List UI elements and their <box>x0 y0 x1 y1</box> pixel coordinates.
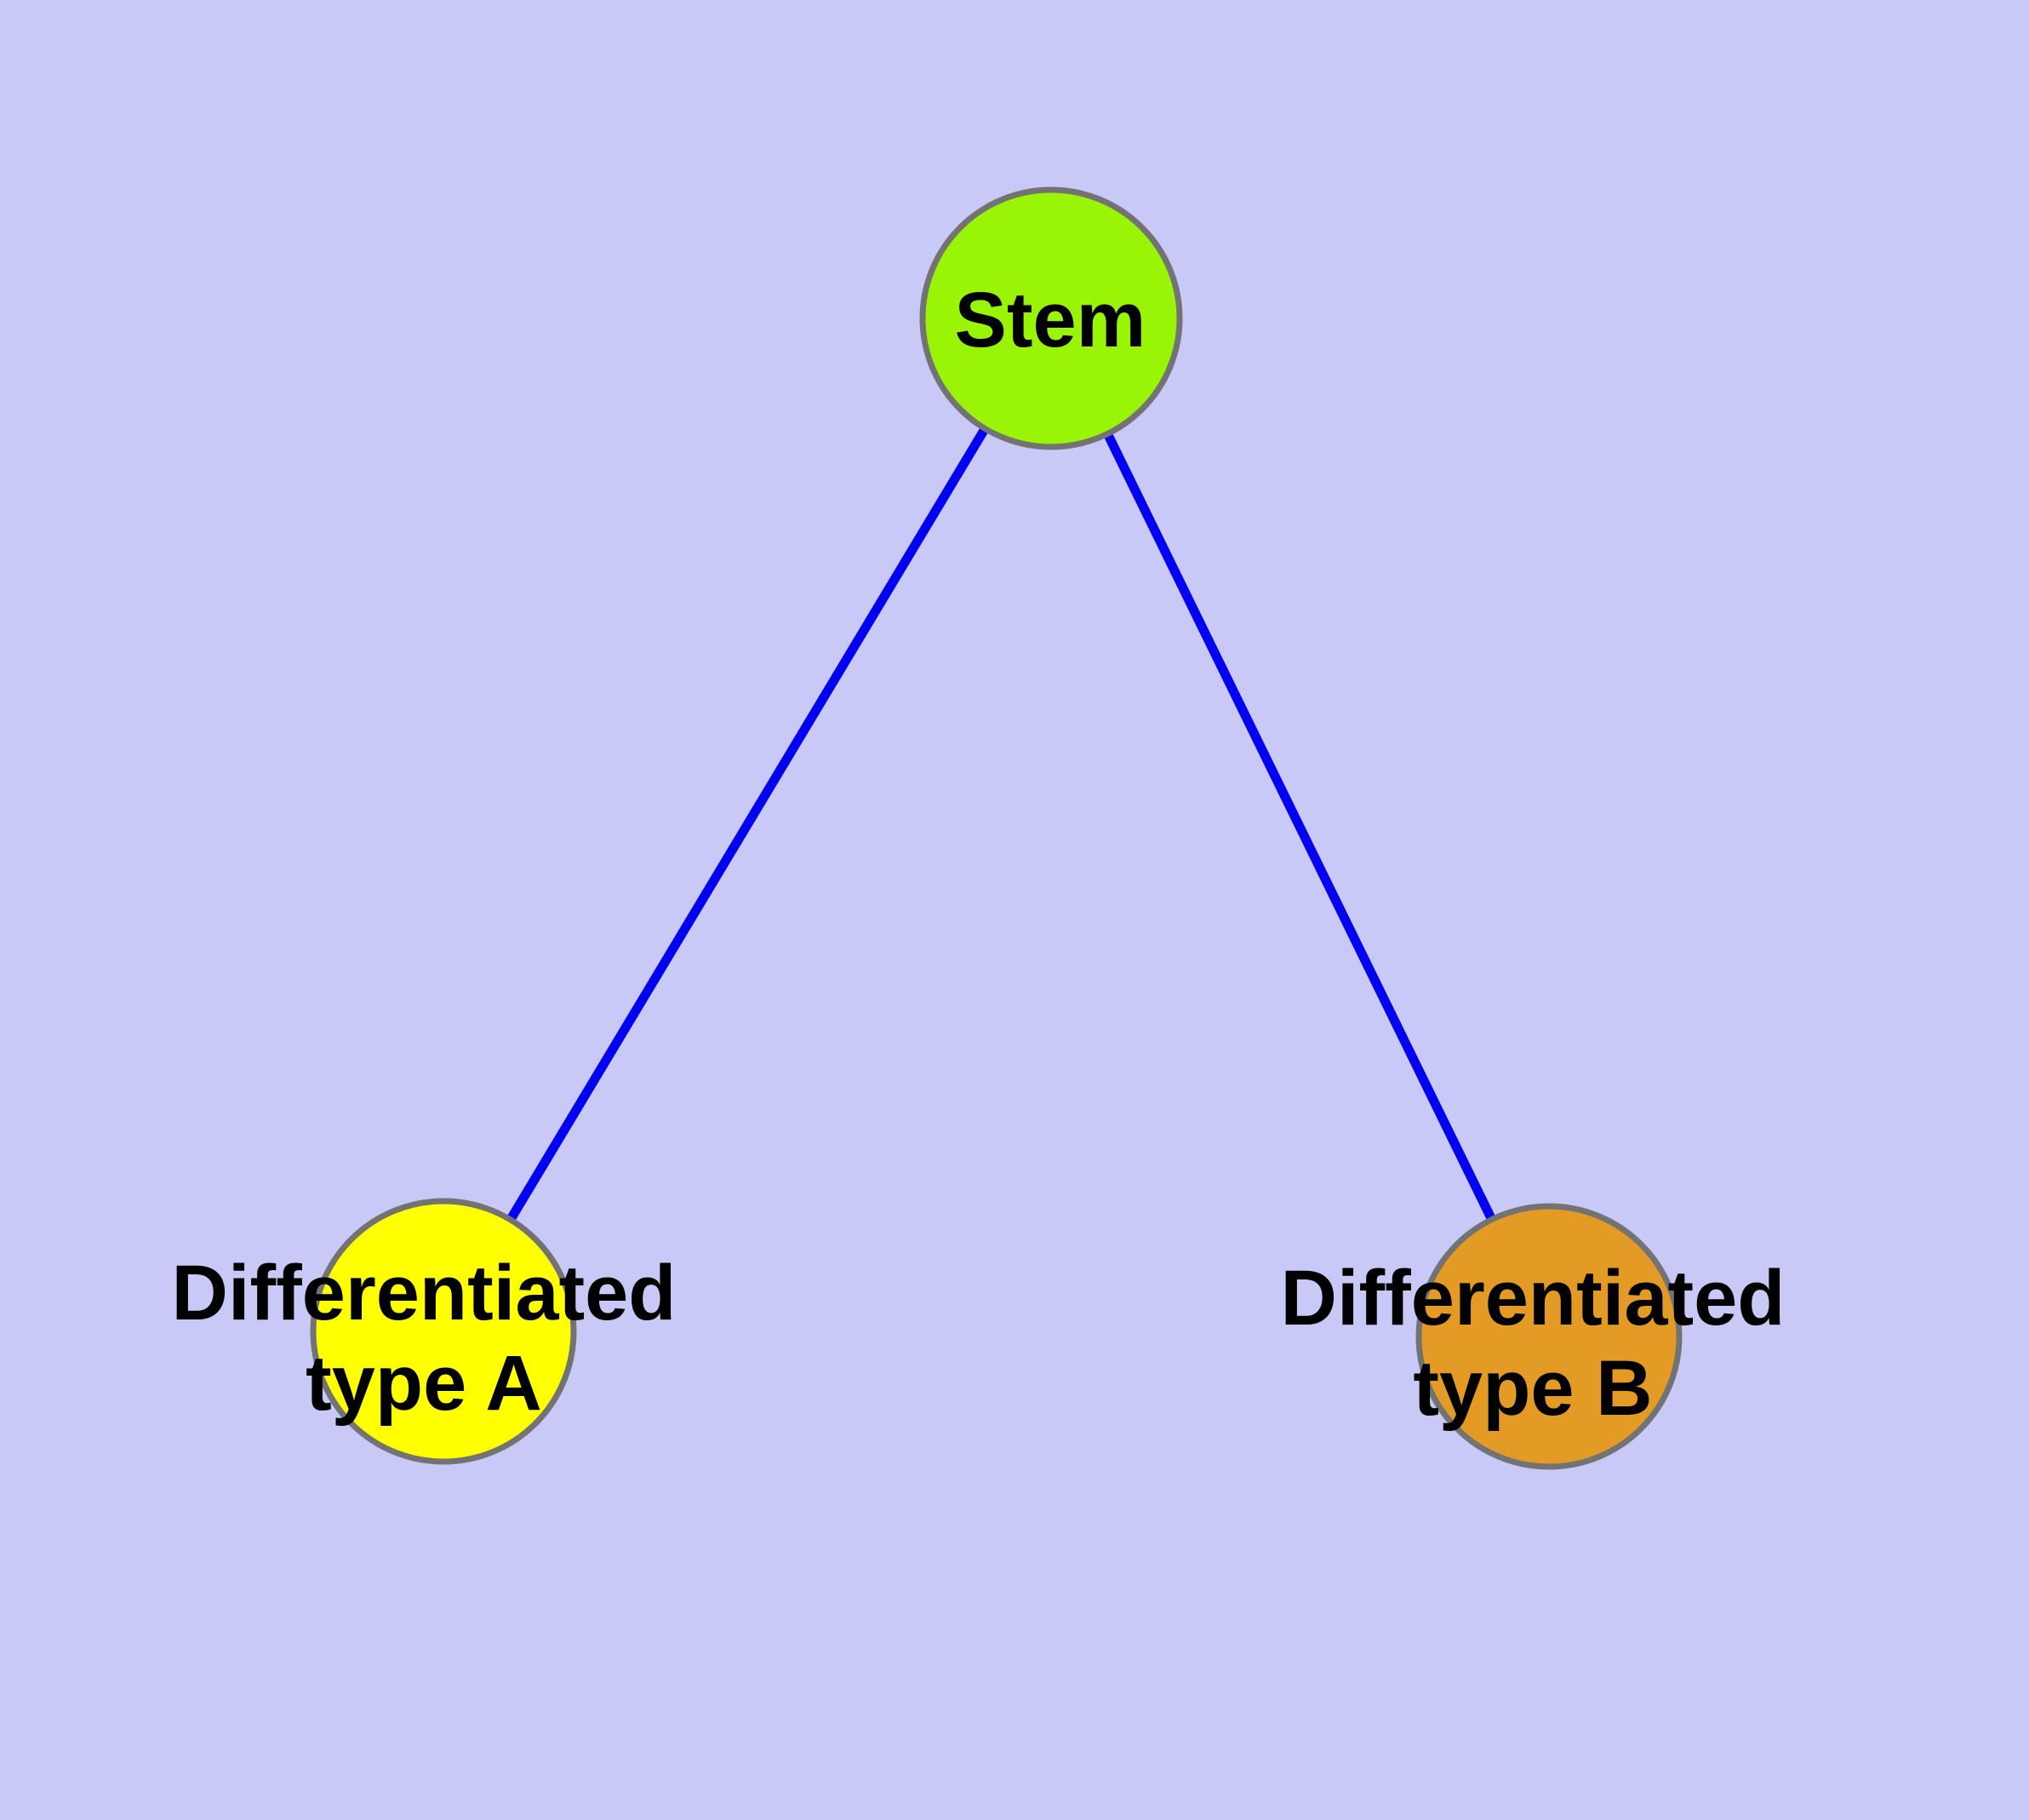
node-label-type-a-line2: type A <box>306 1340 542 1427</box>
node-label-stem: Stem <box>955 275 1146 365</box>
edge-stem-to-type-a <box>506 426 990 1222</box>
node-circle-stem <box>919 186 1183 450</box>
node-label-type-b-line2: type B <box>1413 1345 1653 1432</box>
node-label-type-b: Differentiated type B <box>1281 1253 1786 1434</box>
node-label-type-a-line1: Differentiated <box>171 1250 677 1336</box>
node-circle-type-b <box>1415 1203 1683 1470</box>
node-label-type-b-line1: Differentiated <box>1280 1255 1786 1342</box>
node-label-type-a: Differentiated type A <box>172 1248 677 1428</box>
node-circle-type-a <box>310 1198 577 1465</box>
node-label-stem-text: Stem <box>954 277 1146 363</box>
edge-stem-to-type-b <box>1103 432 1496 1222</box>
